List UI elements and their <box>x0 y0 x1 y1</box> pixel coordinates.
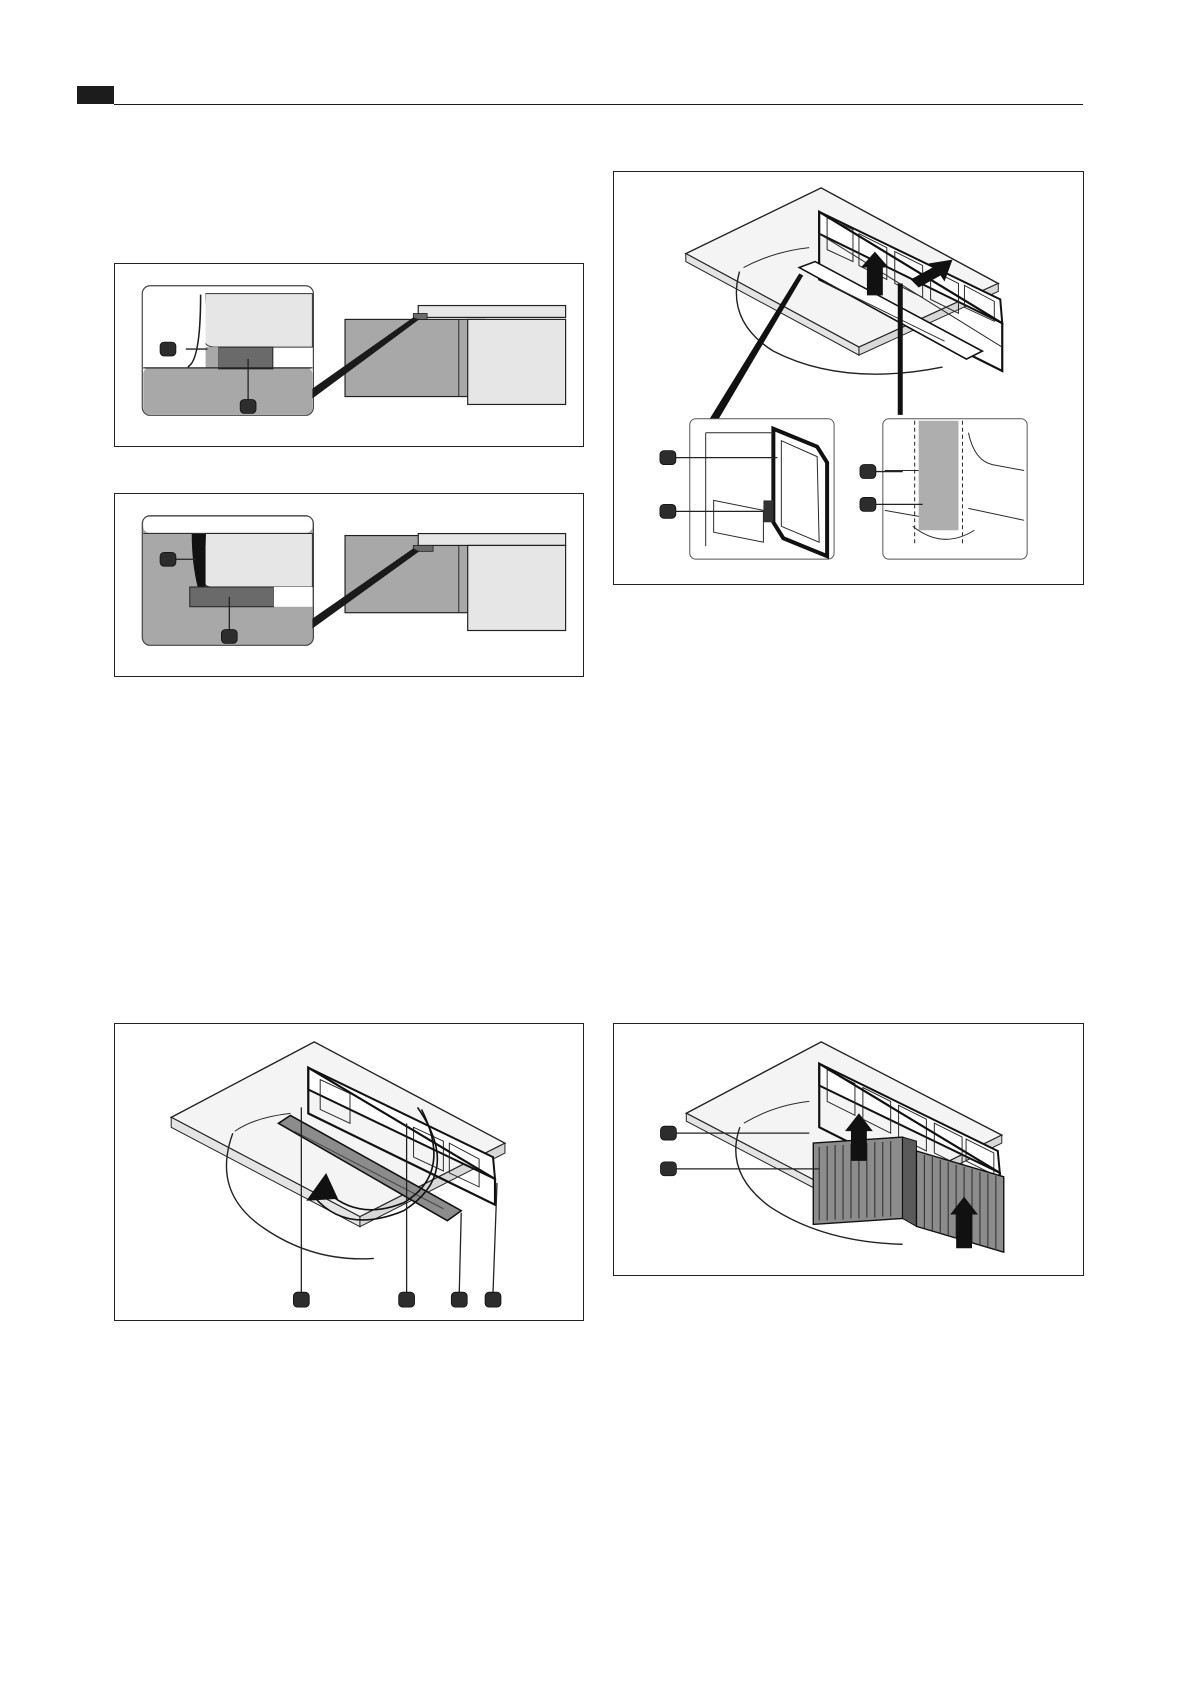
callout-marker <box>293 1292 309 1307</box>
callout-marker <box>860 497 876 511</box>
callout-marker <box>221 630 237 644</box>
figure-seal-detail-incorrect <box>114 493 584 677</box>
filter-cover-removal-illustration <box>614 172 1083 584</box>
page-section-tab <box>77 86 114 104</box>
callout-marker <box>240 400 256 414</box>
seal-detail-correct-illustration <box>115 264 583 446</box>
callout-marker <box>399 1292 415 1307</box>
callout-marker <box>660 504 676 518</box>
callout-marker <box>660 1126 676 1140</box>
seal-detail-incorrect-illustration <box>115 494 583 676</box>
callout-marker <box>860 465 876 479</box>
figure-filter-cover-removal <box>613 171 1084 585</box>
callout-marker <box>160 552 176 566</box>
callout-marker <box>485 1292 501 1307</box>
figure-filter-cover-swing <box>114 1023 584 1321</box>
filter-insert-illustration <box>614 1024 1083 1275</box>
filter-cover-swing-illustration <box>115 1024 583 1320</box>
figure-seal-detail-correct <box>114 263 584 447</box>
figure-filter-insert <box>613 1023 1084 1276</box>
callout-marker <box>660 1162 676 1176</box>
callout-marker <box>660 451 676 465</box>
callout-marker <box>160 342 176 356</box>
header-rule <box>114 104 1083 105</box>
callout-marker <box>451 1292 467 1307</box>
